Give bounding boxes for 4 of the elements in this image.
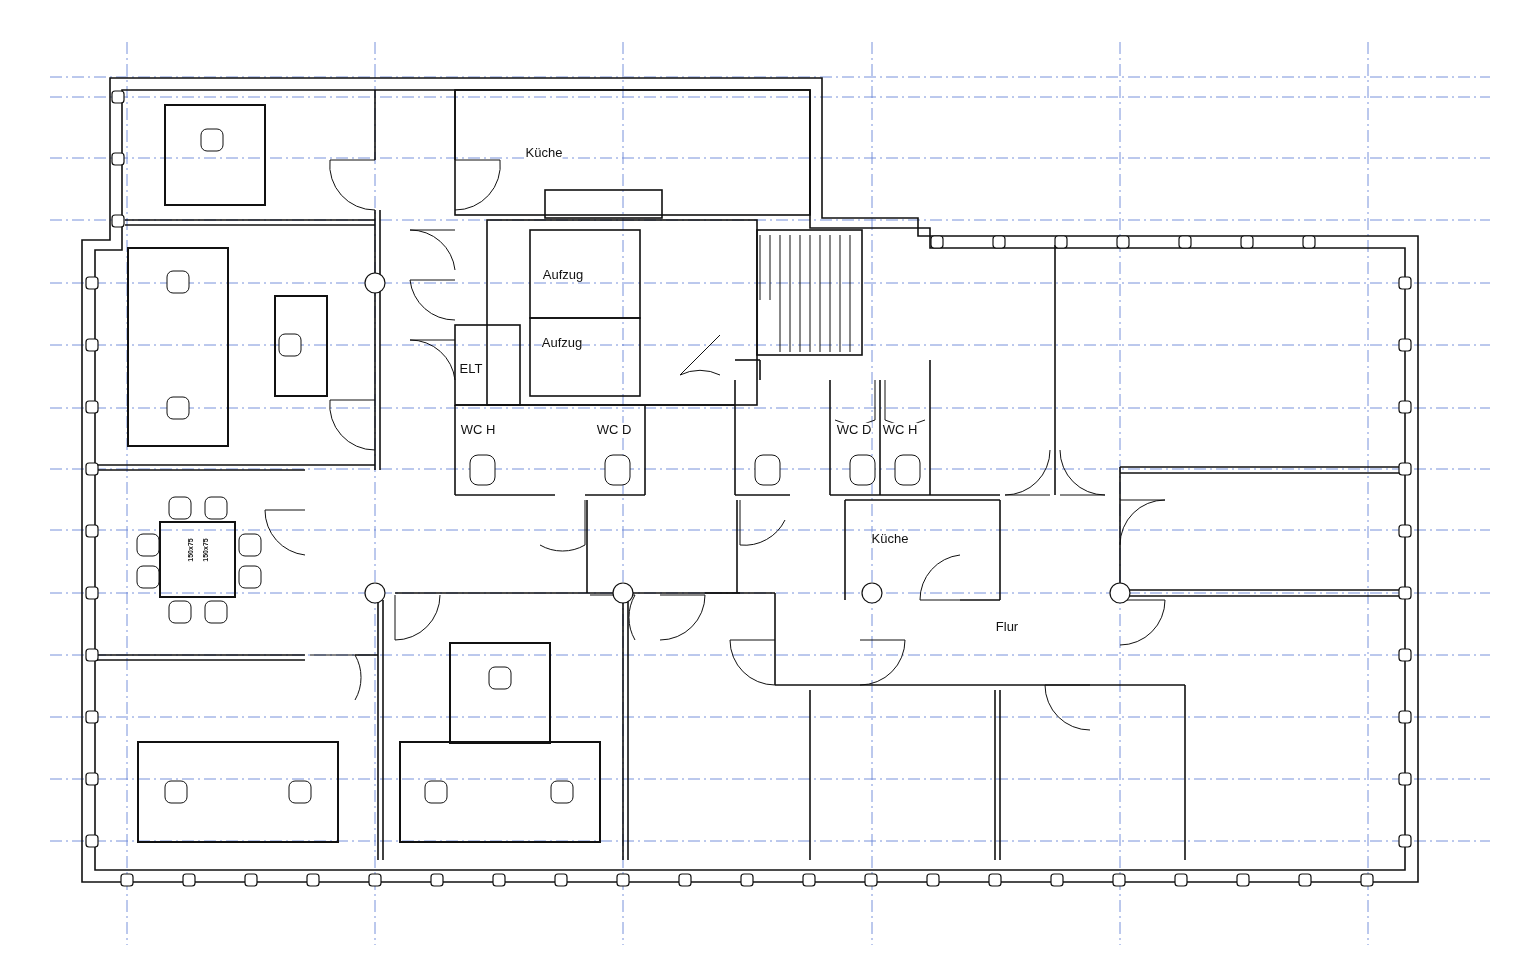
- room-label: Aufzug: [542, 267, 584, 283]
- room-label: Küche: [871, 531, 909, 547]
- room-label: Küche: [525, 145, 563, 161]
- room-label: Aufzug: [541, 335, 583, 351]
